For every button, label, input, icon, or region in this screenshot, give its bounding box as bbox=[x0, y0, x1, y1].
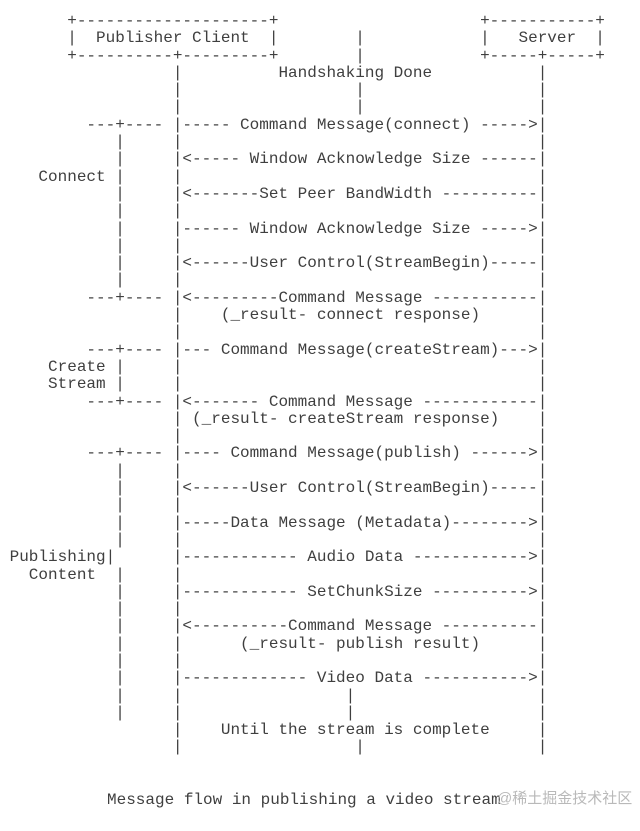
figure-container: +--------------------+ +-----------+ | P… bbox=[9, 12, 633, 809]
ascii-sequence-diagram: +--------------------+ +-----------+ | P… bbox=[9, 12, 605, 757]
watermark: @稀土掘金技术社区 bbox=[497, 790, 633, 807]
figure-caption: Message flow in publishing a video strea… bbox=[107, 790, 501, 809]
